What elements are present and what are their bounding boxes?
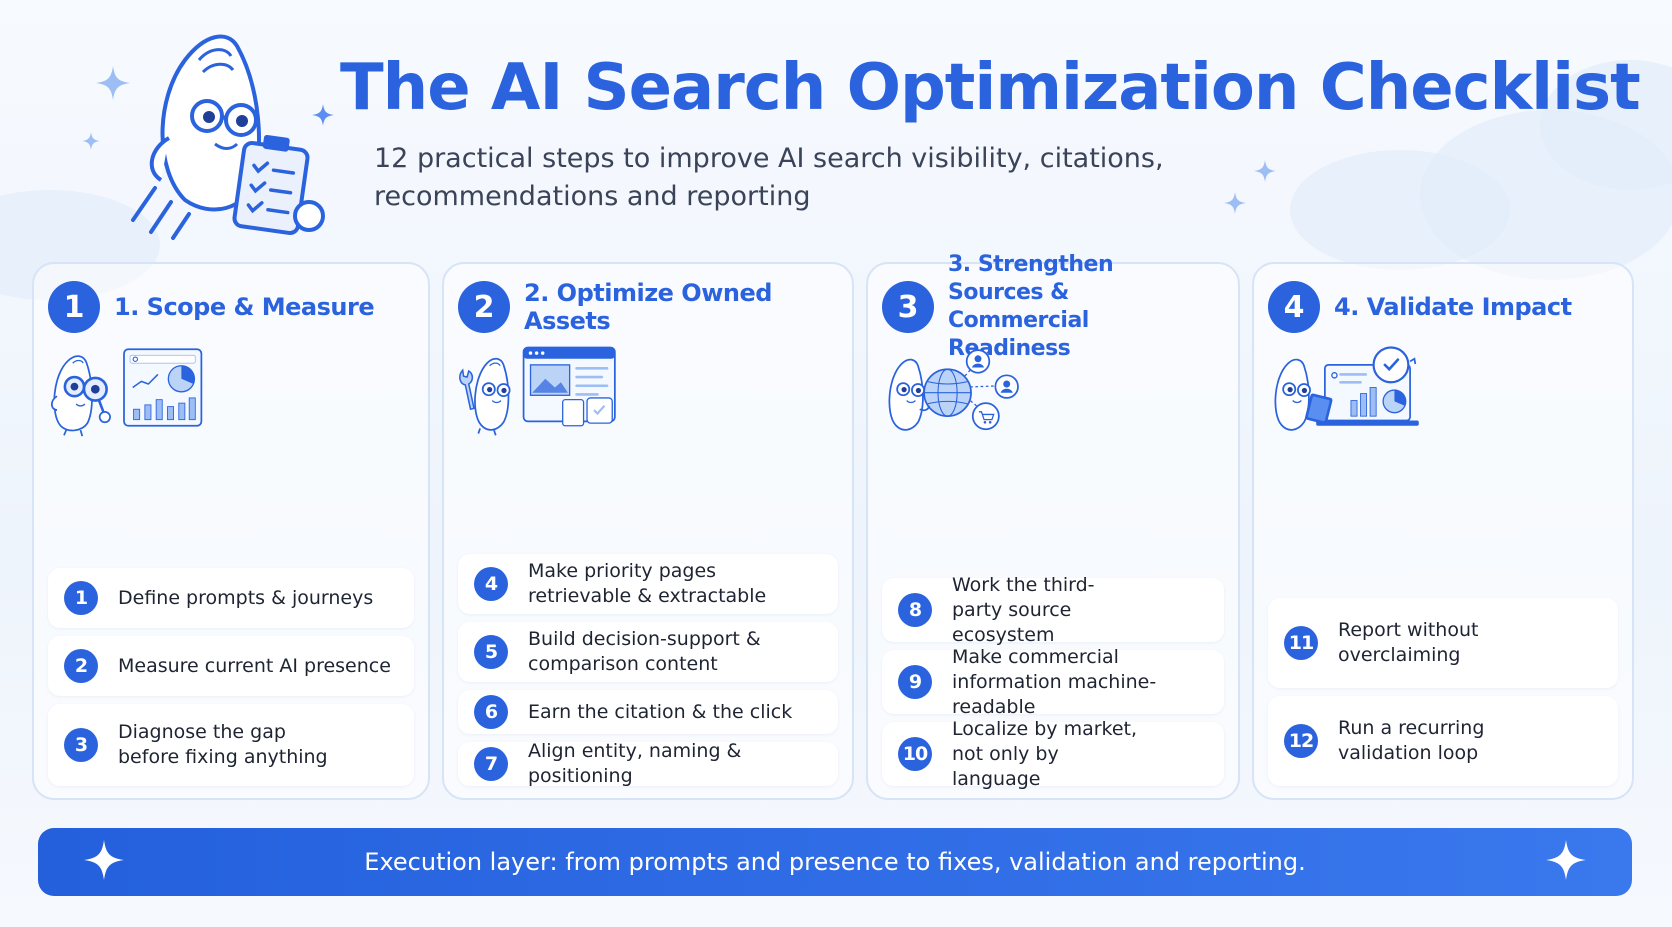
column-header: 2 2. Optimize Owned Assets	[458, 279, 838, 335]
item-text: Make priority pages retrievable & extrac…	[528, 560, 767, 607]
sparkle-icon	[1224, 192, 1246, 214]
item-number-badge: 6	[474, 695, 508, 729]
item-number-badge: 4	[474, 567, 508, 601]
item-text: Diagnose the gap before fixing anything	[118, 721, 328, 768]
checklist-item: 5 Build decision-support & comparison co…	[458, 622, 838, 682]
sparkle-icon	[96, 66, 130, 100]
column-optimize-owned-assets: 2 2. Optimize Owned Assets	[442, 262, 854, 800]
mascot-magnifier-analytics-illustration	[50, 348, 203, 437]
column-scope-measure: 1 1. Scope & Measure	[32, 262, 430, 800]
item-number-badge: 12	[1284, 724, 1318, 758]
item-text: Define prompts & journeys	[118, 586, 374, 609]
sparkle-icon	[82, 132, 100, 150]
checklist-item: 11 Report without overclaiming	[1268, 598, 1618, 688]
checklist-items: 4 Make priority pages retrievable & extr…	[458, 554, 838, 787]
item-number-badge: 10	[898, 737, 932, 771]
checklist-item: 10 Localize by market, not only by langu…	[882, 718, 1224, 790]
item-number-badge: 8	[898, 593, 932, 627]
checklist-item: 2 Measure current AI presence	[48, 636, 414, 696]
item-text: Run a recurring validation loop	[1338, 717, 1485, 764]
column-header: 4 4. Validate Impact	[1268, 280, 1618, 334]
sparkle-icon	[84, 840, 124, 880]
sparkle-icon	[1254, 160, 1276, 182]
mascot-wrench-webpage-illustration	[459, 346, 616, 436]
checklist-item: 8 Work the third-party source ecosystem	[882, 574, 1224, 646]
item-text: Build decision-support & comparison cont…	[528, 628, 761, 675]
column-strengthen-sources: 3 3. Strengthen Sources & Commercial Rea…	[866, 252, 1240, 800]
item-number-badge: 2	[64, 649, 98, 683]
checklist-item: 1 Define prompts & journeys	[48, 568, 414, 628]
item-text: Make commercial information machine-read…	[952, 645, 1157, 718]
column-header: 1 1. Scope & Measure	[48, 280, 414, 334]
mascot-clipboard-illustration	[131, 34, 325, 240]
checklist-item: 9 Make commercial information machine-re…	[882, 646, 1224, 718]
checklist-item: 6 Earn the citation & the click	[458, 690, 838, 734]
checklist-items: 11 Report without overclaiming 12 Run a …	[1268, 598, 1618, 786]
item-number-badge: 5	[474, 635, 508, 669]
item-text: Measure current AI presence	[118, 654, 391, 677]
item-number-badge: 3	[64, 728, 98, 762]
column-number-badge: 2	[458, 281, 510, 333]
column-header: 3 3. Strengthen Sources & Commercial Rea…	[882, 252, 1224, 361]
sparkle-icon	[1546, 840, 1586, 880]
item-number-badge: 7	[474, 747, 508, 781]
column-number-badge: 3	[882, 281, 934, 333]
checklist-item: 4 Make priority pages retrievable & extr…	[458, 554, 838, 614]
column-title: 1. Scope & Measure	[114, 293, 375, 321]
column-number-badge: 1	[48, 281, 100, 333]
item-number-badge: 11	[1284, 626, 1318, 660]
checklist-items: 1 Define prompts & journeys 2 Measure cu…	[48, 568, 414, 786]
footer-text: Execution layer: from prompts and presen…	[364, 848, 1306, 876]
background-cloud	[1540, 60, 1672, 190]
item-text: Report without overclaiming	[1338, 619, 1479, 666]
item-text: Localize by market, not only by language	[952, 717, 1138, 790]
item-number-badge: 1	[64, 581, 98, 615]
column-title: 2. Optimize Owned Assets	[524, 279, 772, 335]
checklist-items: 8 Work the third-party source ecosystem …	[882, 574, 1224, 790]
page-title: The AI Search Optimization Checklist	[340, 51, 1641, 125]
checklist-item: 3 Diagnose the gap before fixing anythin…	[48, 704, 414, 786]
footer-banner: Execution layer: from prompts and presen…	[38, 828, 1632, 896]
mascot-tablet-report-illustration	[1274, 346, 1419, 431]
header: The AI Search Optimization Checklist 12 …	[0, 0, 1672, 250]
column-title: 4. Validate Impact	[1334, 293, 1572, 321]
item-text: Earn the citation & the click	[528, 700, 793, 723]
checklist-item: 12 Run a recurring validation loop	[1268, 696, 1618, 786]
sparkle-icon	[312, 104, 334, 126]
page-subtitle: 12 practical steps to improve AI search …	[374, 143, 1164, 212]
item-text: Align entity, naming & positioning	[528, 740, 742, 787]
item-number-badge: 9	[898, 665, 932, 699]
column-validate-impact: 4 4. Validate Impact 11	[1252, 262, 1634, 800]
column-number-badge: 4	[1268, 281, 1320, 333]
item-text: Work the third-party source ecosystem	[952, 573, 1095, 646]
mascot-globe-network-illustration	[888, 349, 1019, 431]
checklist-item: 7 Align entity, naming & positioning	[458, 740, 838, 787]
